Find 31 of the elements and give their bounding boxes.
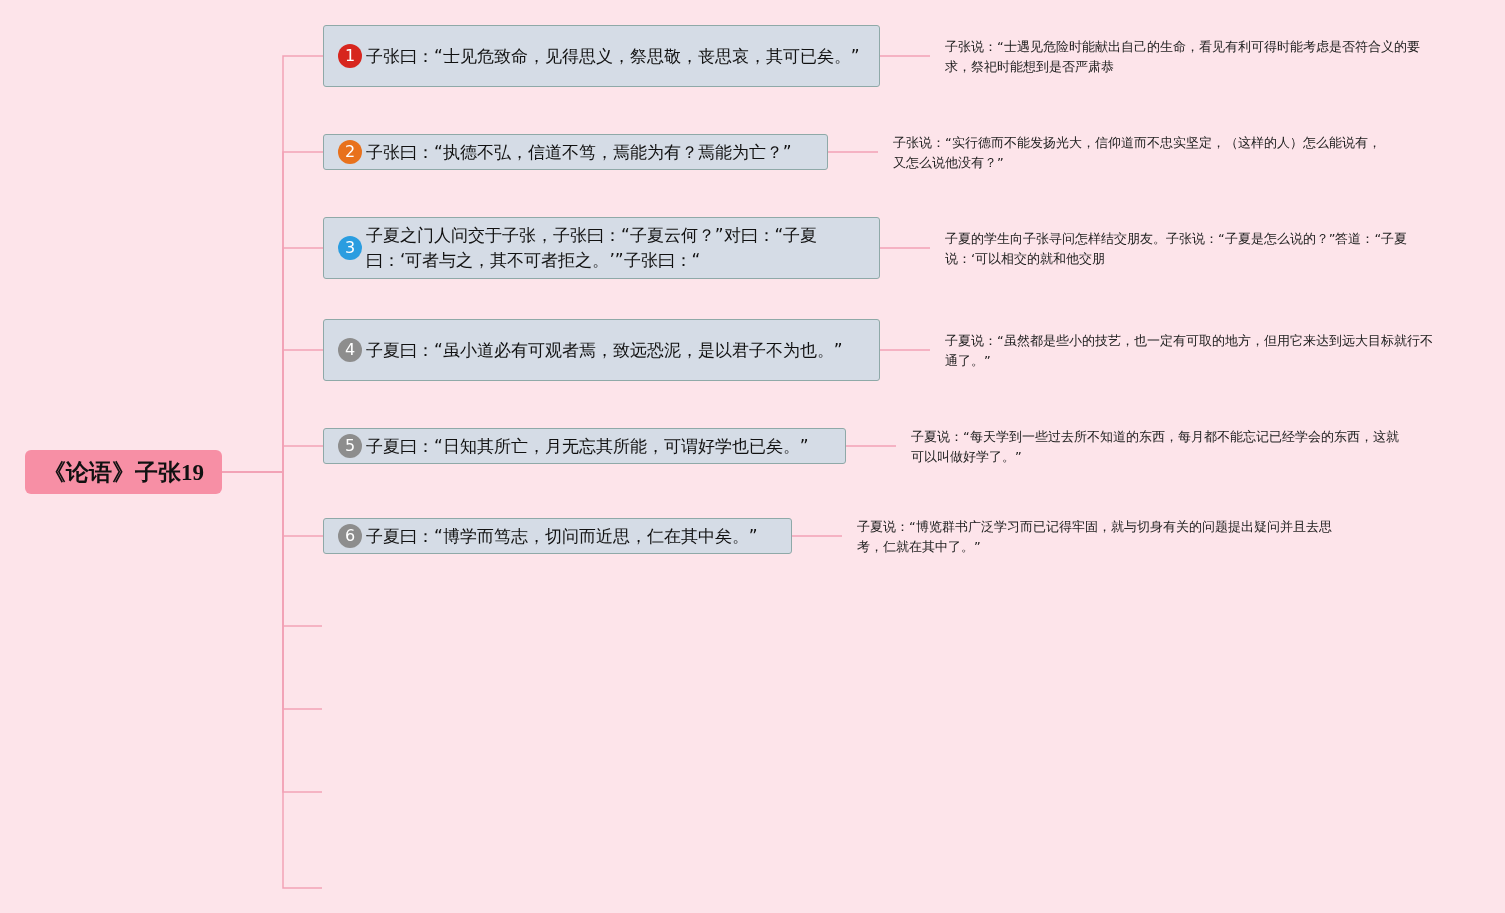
number-badge: 3	[338, 236, 362, 260]
quote-text: 子张曰：“执德不弘，信道不笃，焉能为有？焉能为亡？”	[366, 140, 792, 164]
quote-box	[323, 25, 880, 87]
connector-line	[879, 55, 931, 57]
quote-box	[323, 319, 880, 381]
number-badge: 2	[338, 140, 362, 164]
connector-line	[791, 535, 843, 537]
quote-box	[323, 518, 792, 554]
quote-box	[323, 428, 846, 464]
number-badge: 5	[338, 434, 362, 458]
connector-line	[827, 151, 879, 153]
quote-box	[323, 134, 828, 170]
translation-text: 子夏说：“虽然都是些小的技艺，也一定有可取的地方，但用它来达到远大目标就行不通了。”	[945, 331, 1445, 371]
quote-text: 子夏之门人问交于子张，子张曰：“子夏云何？”对曰：“子夏曰：‘可者与之，其不可者拒之。’”子张曰：“	[366, 224, 819, 272]
quote-text: 子夏曰：“博学而笃志，切问而近思，仁在其中矣。”	[366, 524, 758, 548]
translation-text: 子夏的学生向子张寻问怎样结交朋友。子张说：“子夏是怎么说的？”答道：“子夏说：‘可以相交的就和他交朋	[945, 229, 1445, 269]
quote-box	[323, 217, 880, 279]
number-badge: 4	[338, 338, 362, 362]
quote-text: 子夏曰：“虽小道必有可观者焉，致远恐泥，是以君子不为也。”	[366, 338, 843, 362]
quote-text: 子夏曰：“日知其所亡，月无忘其所能，可谓好学也已矣。”	[366, 434, 809, 458]
number-badge: 1	[338, 44, 362, 68]
translation-text: 子夏说：“每天学到一些过去所不知道的东西，每月都不能忘记已经学会的东西，这就可以叫做好学了。”	[911, 427, 1411, 467]
translation-text: 子张说：“实行德而不能发扬光大，信仰道而不忠实坚定，（这样的人）怎么能说有，又怎么说他没有？”	[893, 133, 1393, 173]
connector-line	[879, 349, 931, 351]
translation-text: 子夏说：“博览群书广泛学习而已记得牢固，就与切身有关的问题提出疑问并且去思考，仁就在其中了。”	[857, 517, 1357, 557]
number-badge: 6	[338, 524, 362, 548]
root-topic: 《论语》子张19	[25, 450, 222, 494]
connector-line	[845, 445, 897, 447]
quote-text: 子张曰：“士见危致命，见得思义，祭思敬，丧思哀，其可已矣。”	[366, 44, 860, 68]
translation-text: 子张说：“士遇见危险时能献出自己的生命，看见有利可得时能考虑是否符合义的要求，祭祀时能想到是否严肃恭	[945, 37, 1445, 77]
connector-line	[879, 247, 931, 249]
